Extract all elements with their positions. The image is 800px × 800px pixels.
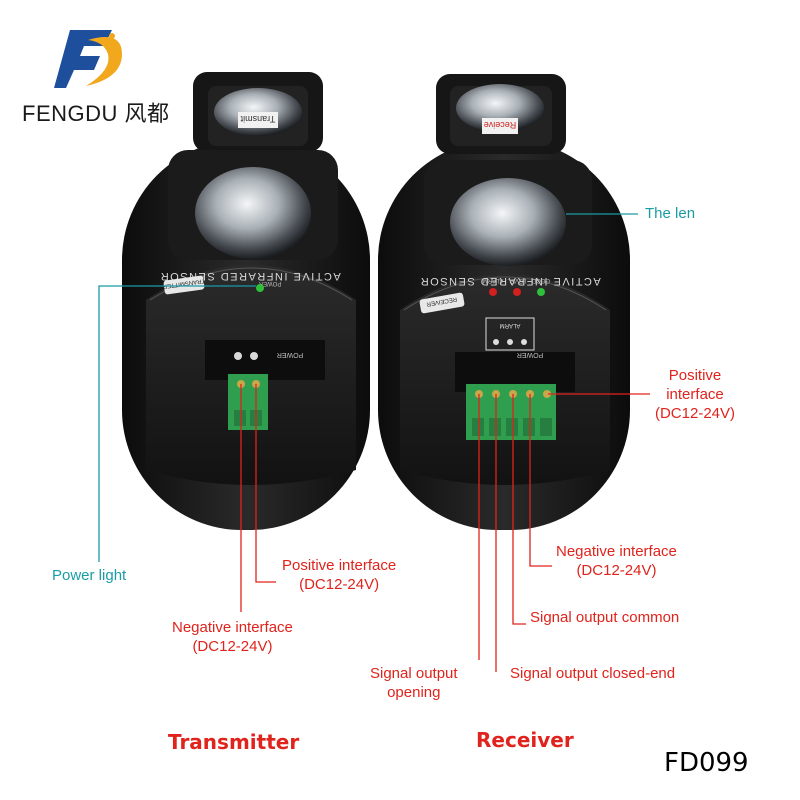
receiver-good-led — [537, 288, 545, 296]
transmitter-terminal-label: POWER — [277, 351, 303, 358]
label-signal-opening: Signal output opening — [370, 665, 458, 701]
receiver-title: Receiver — [476, 728, 574, 752]
receiver-face-text: ACTIVE INFRARED SENSOR — [419, 275, 601, 287]
transmitter-face-text: ACTIVE INFRARED SENSOR — [159, 270, 341, 282]
receiver-tab-label: RECEIVER — [425, 295, 457, 306]
receiver-led-label-alarm: ALARM — [483, 277, 504, 283]
transmitter-tab-label: TRANSMITTER — [162, 277, 206, 289]
transmitter-lens — [195, 167, 311, 259]
receiver-terminal-label: POWER — [517, 351, 543, 358]
transmitter-power-led-label: POWER — [258, 280, 281, 286]
label-signal-common: Signal output common — [530, 609, 680, 626]
brand-name: FENGDU 风都 — [22, 101, 170, 126]
receiver-switch-label: ALARM — [500, 322, 521, 328]
receive-tag: Receive — [484, 120, 517, 130]
leader-tx-positive — [255, 384, 276, 583]
transmitter-device: Transmit ACTIVE INFRARED SENSOR POWER TR… — [122, 72, 370, 530]
leader-power-light — [98, 285, 256, 562]
receiver-level-led — [513, 288, 521, 296]
label-power-light: Power light — [52, 567, 127, 584]
receiver-device: Receive ACTIVE INFRARED SENSOR ALARM LEV… — [378, 74, 630, 530]
leader-signal-common — [512, 394, 526, 625]
receiver-led-label-level: LEVEL — [507, 277, 526, 283]
model-number: FD099 — [664, 748, 749, 778]
brand-logo-icon — [54, 30, 122, 88]
leader-lines — [98, 213, 650, 672]
label-the-len: The len — [645, 205, 696, 222]
leader-rx-negative — [529, 394, 552, 567]
receiver-alarm-led — [489, 288, 497, 296]
transmit-tag: Transmit — [240, 114, 275, 124]
transmitter-title: Transmitter — [168, 730, 300, 754]
label-rx-positive: Positive interface (DC12-24V) — [654, 367, 736, 422]
label-tx-negative: Negative interface (DC12-24V) — [172, 619, 293, 655]
receiver-led-label-good: GOOD — [531, 277, 550, 283]
transmitter-power-led — [256, 284, 264, 292]
label-tx-positive: Positive interface (DC12-24V) — [282, 557, 397, 593]
label-signal-closed: Signal output closed-end — [510, 665, 676, 682]
receiver-lens — [450, 178, 566, 266]
label-rx-negative: Negative interface (DC12-24V) — [556, 543, 677, 579]
